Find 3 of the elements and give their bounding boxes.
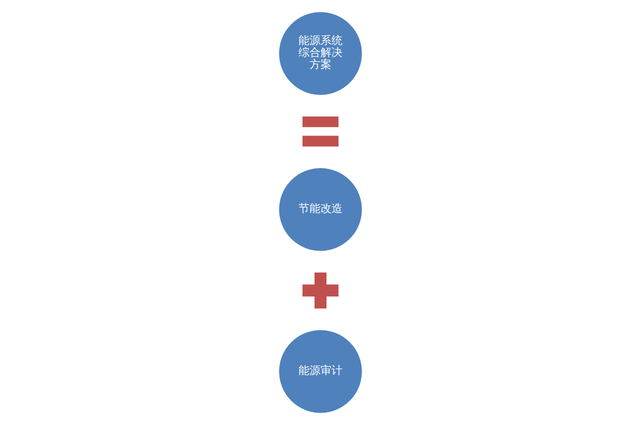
node-circle: 能源审计 bbox=[278, 330, 362, 413]
node-circle: 能源系统综合解决方案 bbox=[278, 12, 362, 95]
node-circle: 节能改造 bbox=[278, 168, 362, 251]
